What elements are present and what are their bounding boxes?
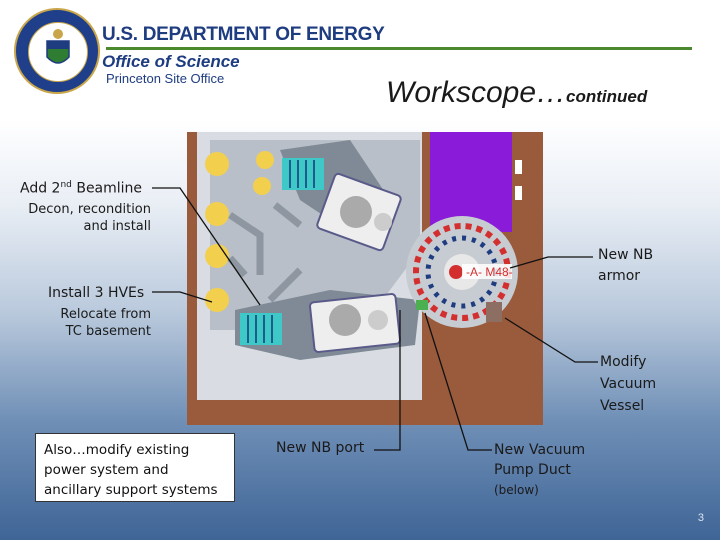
callout-hves — [152, 291, 213, 303]
magnet-lower — [329, 304, 361, 336]
label-add-beamline: Add 2nd Beamline — [20, 180, 142, 197]
callout-nbport — [374, 310, 401, 451]
purple-structure — [430, 132, 512, 232]
page-number: 3 — [697, 512, 704, 524]
label-hves-sub-line: TC basement — [65, 324, 151, 339]
label-vessel-line: Vessel — [600, 398, 645, 414]
port-lower — [368, 310, 388, 330]
grid-lines — [247, 315, 273, 343]
label-vessel-line: Modify — [600, 354, 647, 370]
label-modify-vessel: Modify Vacuum Vessel — [600, 351, 656, 417]
also-box-line: ancillary support systems — [44, 482, 218, 498]
callout-vessel — [504, 317, 598, 363]
label-install-hves: Install 3 HVEs — [48, 285, 145, 301]
hve-tank — [256, 151, 274, 169]
slide-title: Workscope…continued — [386, 76, 647, 110]
white-marker-1 — [515, 160, 522, 174]
floor-strip — [187, 400, 543, 425]
center-column — [449, 265, 463, 279]
header-rule — [106, 47, 692, 50]
transmission-lines — [227, 202, 303, 303]
pipe — [228, 212, 264, 275]
beamline-upper — [280, 140, 402, 252]
label-vessel-line: Vacuum — [600, 376, 657, 392]
grid-lines — [289, 160, 315, 188]
beamline-lower — [235, 290, 420, 360]
hve-tank — [205, 244, 229, 268]
label-duct-line: New Vacuum — [494, 442, 586, 458]
label-armor-line: armor — [598, 268, 641, 284]
label-armor-line: New NB — [598, 247, 654, 263]
also-box-line: power system and — [44, 462, 169, 478]
callout-duct — [424, 312, 492, 451]
tokamak: -A- M48- — [406, 216, 518, 328]
pipe — [267, 267, 303, 303]
label-add-beamline-text: Add 2 — [20, 180, 61, 197]
label-duct-note: (below) — [494, 483, 539, 497]
also-box-line: Also…modify existing — [44, 442, 190, 458]
eagle-shield-icon — [46, 29, 70, 64]
label-new-nb-armor: New NB armor — [598, 245, 653, 287]
magnet-upper — [340, 196, 372, 228]
label-beamline-sub-line: and install — [83, 219, 151, 234]
pump-duct-marker — [416, 300, 428, 310]
doe-seal-logo — [14, 8, 100, 94]
slide-title-main: Workscope… — [386, 76, 567, 109]
label-hves-sub-line: Relocate from — [60, 307, 151, 322]
label-new-nb-port: New NB port — [276, 440, 365, 456]
floor-left-strip — [187, 132, 197, 425]
seal-center — [28, 22, 88, 82]
label-pump-duct: New Vacuum Pump Duct (below) — [494, 440, 585, 500]
label-beamline-sub-line: Decon, recondition — [28, 202, 151, 217]
label-hves-sub: Relocate from TC basement — [0, 306, 151, 340]
department-name: U.S. DEPARTMENT OF ENERGY — [102, 24, 385, 45]
also-modify-box: Also…modify existing power system and an… — [35, 433, 235, 502]
port-upper — [374, 213, 392, 231]
ion-source — [240, 313, 282, 345]
callout-beamline — [152, 187, 261, 306]
hve-tanks — [205, 151, 274, 312]
diagram-tag: -A- M48- — [466, 265, 513, 279]
slide-title-suffix: continued — [566, 87, 648, 106]
hve-tank — [205, 202, 229, 226]
ion-source — [282, 158, 324, 190]
nb-port-marker — [486, 302, 502, 322]
pipe — [227, 255, 248, 278]
hve-tank — [205, 288, 229, 312]
hve-tank — [205, 152, 229, 176]
callout-armor — [509, 256, 593, 269]
callout-lines — [152, 187, 598, 451]
label-duct-line: Pump Duct — [494, 462, 571, 478]
office-name: Office of Science — [102, 52, 240, 71]
pipe — [272, 202, 303, 228]
site-name: Princeton Site Office — [106, 71, 225, 86]
label-add-beamline-rest: Beamline — [71, 180, 143, 197]
white-marker-2 — [515, 186, 522, 200]
diagram-tag-bg — [462, 264, 512, 279]
hve-tank — [253, 177, 271, 195]
label-superscript: nd — [60, 180, 72, 190]
label-beamline-sub: Decon, recondition and install — [0, 201, 151, 235]
